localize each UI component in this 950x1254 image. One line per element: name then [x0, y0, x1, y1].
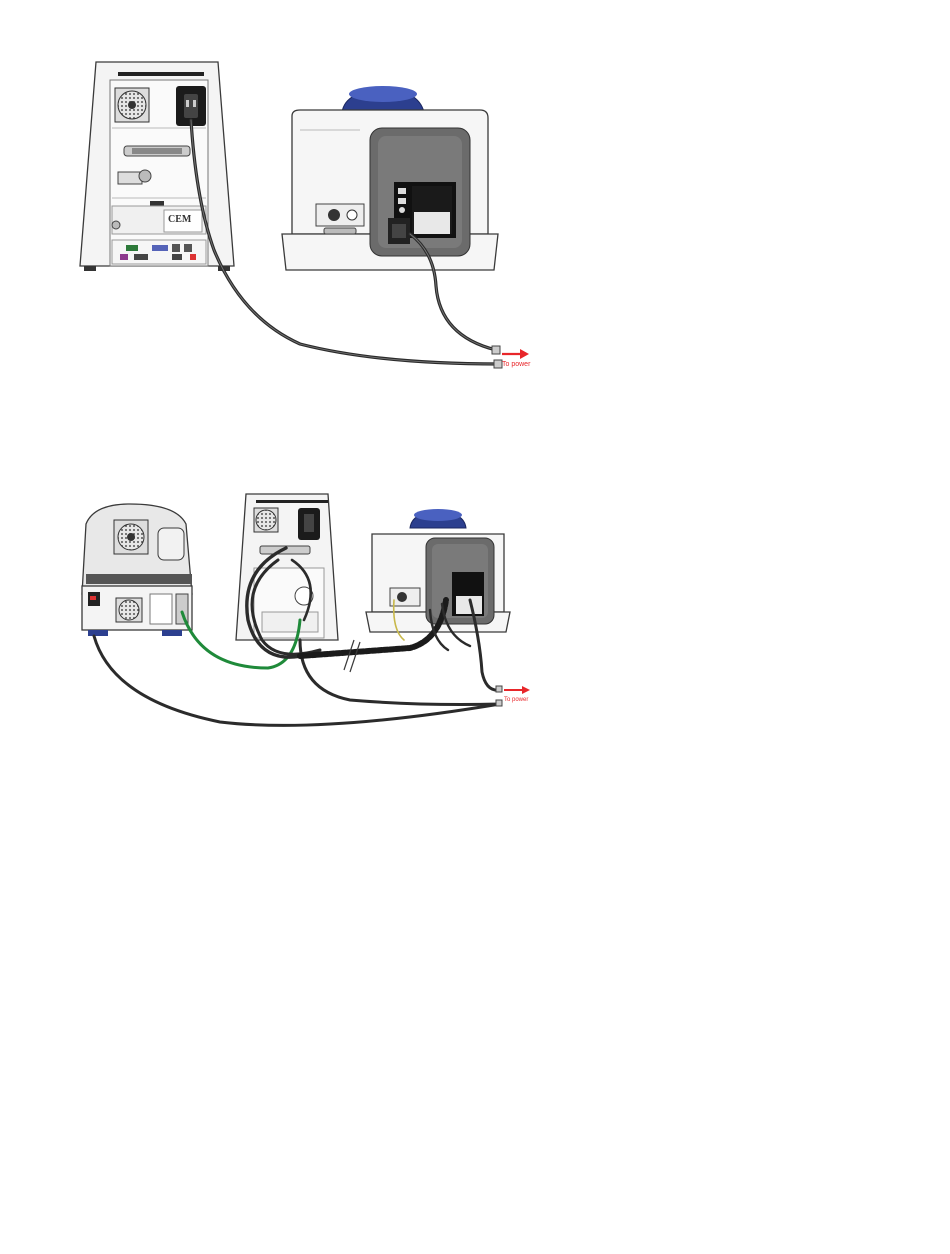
to-power-label: To power: [502, 361, 531, 368]
controller-rear-view-2: [236, 494, 338, 640]
instrument-connector-panel: [370, 128, 470, 256]
break-mark-icon: [344, 640, 360, 672]
autosampler-power-cable: [94, 636, 500, 725]
to-power-arrow-icon: [502, 349, 529, 359]
to-power-label-2: To power: [504, 697, 528, 703]
cooling-fan-icon: [115, 88, 149, 122]
instrument-rear-view: [282, 86, 498, 270]
controller-logo: CEM: [168, 214, 192, 225]
figure-2-full-system: To power: [82, 494, 530, 725]
autosampler-rear-view: [82, 504, 192, 636]
instrument-rear-view-2: [366, 509, 510, 632]
figure-1-single-connection: CEM: [80, 62, 531, 368]
to-power-arrow-icon-2: [504, 686, 530, 694]
